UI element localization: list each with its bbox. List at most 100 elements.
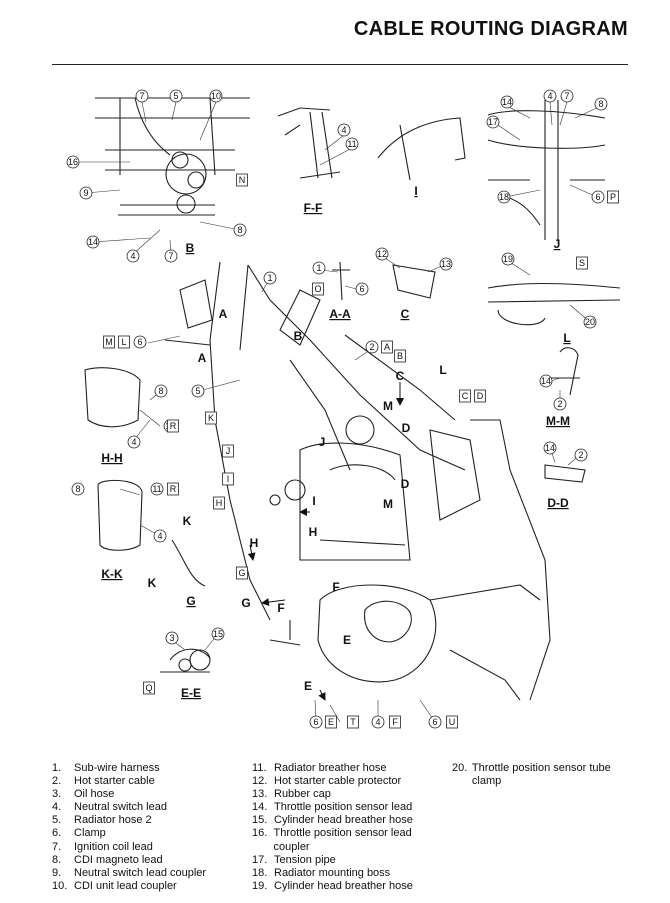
callout-circle [365, 340, 379, 354]
callout-circle [165, 631, 179, 645]
diagram-linework [84, 367, 141, 428]
callout-letter: A [384, 342, 390, 352]
callout-letter: H [216, 498, 223, 508]
leader-line [139, 409, 161, 427]
legend-column-3: 20.Throttle position sensor tube clamp [452, 762, 627, 788]
diagram-linework [545, 347, 580, 396]
numbered-callout: 4 [127, 435, 141, 449]
view-arrow [318, 689, 326, 701]
callout-circle [191, 384, 205, 398]
boxed-letter-callout: H [213, 496, 225, 510]
callout-number: 2 [578, 450, 583, 460]
callout-box [222, 444, 234, 458]
callout-box [236, 566, 248, 580]
view-label: F-F [304, 201, 323, 215]
numbered-callout: 6 [355, 282, 369, 296]
legend-item: 6.Clamp [52, 827, 242, 840]
numbered-callout: 1 [312, 261, 326, 275]
callout-letter: U [449, 717, 456, 727]
numbered-callout: 14 [539, 374, 553, 388]
legend-item: 19.Cylinder head breather hose [252, 880, 447, 893]
legend-item-number: 15. [252, 814, 268, 827]
numbered-callout: 16 [66, 155, 80, 169]
diagram-linework [134, 97, 171, 156]
diagram-linework [487, 282, 621, 326]
legend-item-number: 20. [452, 762, 468, 774]
callout-letter: C [462, 391, 469, 401]
numbered-callout: 18 [497, 190, 511, 204]
callout-circle [153, 529, 167, 543]
numbered-callout: 13 [439, 257, 453, 271]
leader-line [198, 379, 241, 392]
diagram-linework [392, 264, 436, 299]
callout-number: 14 [502, 97, 512, 107]
callout-number: 18 [499, 192, 509, 202]
view-label: C [401, 307, 410, 321]
callout-circle [150, 482, 164, 496]
legend-item-number: 12. [252, 775, 268, 788]
diagram-linework [269, 620, 301, 646]
legend-item: 3.Oil hose [52, 788, 242, 801]
legend-item-number: 13. [252, 788, 268, 801]
leader-line [559, 101, 568, 126]
legend-item: 16.Throttle position sensor lead coupler [252, 827, 447, 853]
callout-circle [164, 249, 178, 263]
callout-letter: T [350, 717, 356, 727]
leader-line [504, 189, 541, 198]
legend-item: 8.CDI magneto lead [52, 854, 242, 867]
leader-line [119, 488, 141, 496]
callout-number: 12 [377, 249, 387, 259]
numbered-callout: 6 [591, 190, 605, 204]
boxed-letter-callout: J [222, 444, 234, 458]
callout-circle [560, 89, 574, 103]
legend-item-number: 17. [252, 853, 268, 866]
callout-letter: S [579, 258, 585, 268]
numbered-callout: 7 [560, 89, 574, 103]
diagram-linework [364, 600, 412, 643]
diagram-linework [269, 494, 281, 506]
numbered-callout: 4 [543, 89, 557, 103]
callout-circle [135, 89, 149, 103]
diagram-linework [319, 464, 406, 546]
callout-circle [233, 223, 247, 237]
callout-box [143, 681, 155, 695]
legend-item-number: 6. [52, 827, 62, 840]
boxed-letter-callout: R [167, 482, 179, 496]
diagram-linework [345, 415, 375, 445]
legend-item-text: Throttle position sensor tube clamp [471, 762, 611, 788]
diagram-linework [332, 261, 350, 301]
boxed-letter-callout: T [347, 715, 359, 729]
callout-letter: R [170, 421, 177, 431]
section-marker: F [332, 580, 339, 594]
leader-line [132, 229, 161, 255]
legend-item-text: Radiator hose 2 [74, 814, 152, 827]
legend-item-text: CDI magneto lead [74, 853, 163, 866]
callout-circle [337, 123, 351, 137]
callout-circle [126, 249, 140, 263]
numbered-callout: 14 [500, 95, 514, 109]
diagram-linework [171, 151, 189, 169]
callout-box [607, 190, 619, 204]
callout-number: 4 [130, 251, 135, 261]
leader-line [506, 105, 531, 119]
callout-circle [543, 441, 557, 455]
legend-item-number: 7. [52, 840, 62, 853]
legend-item: 2.Hot starter cable [52, 775, 242, 788]
callout-letter: J [226, 446, 231, 456]
callout-letter: G [238, 568, 245, 578]
leader-line [199, 221, 241, 231]
callout-box [394, 349, 406, 363]
section-marker: I [312, 494, 315, 508]
callout-circle [591, 190, 605, 204]
numbered-callout: 7 [135, 89, 149, 103]
callout-circle [154, 384, 168, 398]
diagram-linework [97, 479, 143, 551]
boxed-letter-callout: M [103, 335, 115, 349]
callout-box [381, 340, 393, 354]
callout-number: 1 [267, 273, 272, 283]
callout-number: 8 [237, 225, 242, 235]
numbered-callout: 4 [126, 249, 140, 263]
legend-item: 18.Radiator mounting boss [252, 867, 447, 880]
